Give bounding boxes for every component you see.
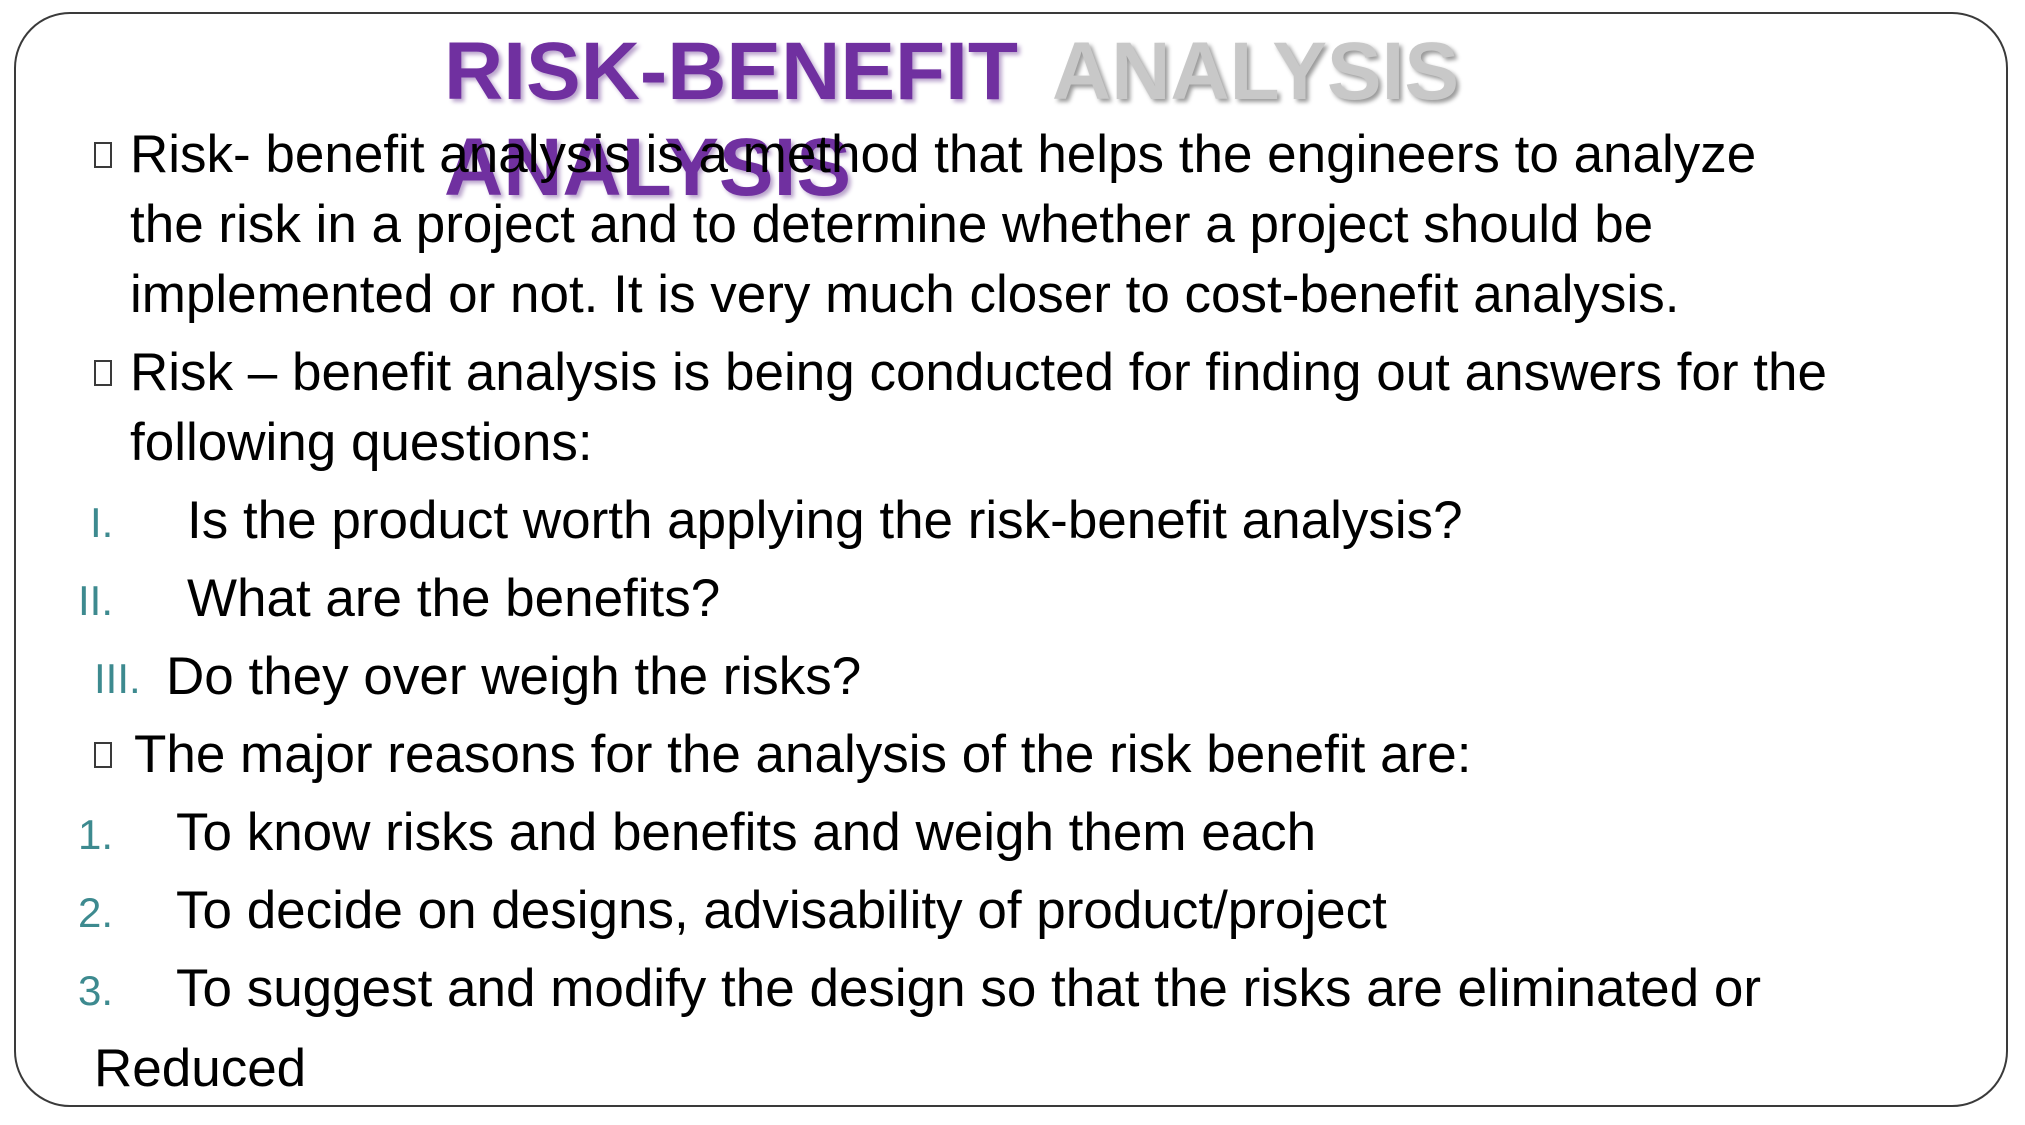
slide-title-line-1: RISK-BENEFIT	[444, 26, 1018, 117]
question-text: What are the benefits?	[187, 569, 721, 628]
question-number: III.	[94, 655, 141, 702]
reason-number: 2.	[78, 889, 114, 936]
square-bullet-icon	[94, 360, 112, 386]
reason-number: 1.	[78, 811, 114, 858]
slide-title-line-2: ANALYSIS	[444, 122, 852, 213]
paragraph-1-line-3: implemented or not. It is very much clos…	[130, 265, 1680, 324]
question-number: II.	[78, 577, 114, 624]
paragraph-1-line-2: the risk in a project and to determine w…	[130, 195, 1654, 254]
reasons-intro: The major reasons for the analysis of th…	[134, 725, 1472, 784]
question-text: Do they over weigh the risks?	[166, 647, 862, 706]
paragraph-2-line-2: following questions:	[130, 413, 593, 472]
slide-frame	[14, 12, 2008, 1107]
reason-text: To decide on designs, advisability of pr…	[176, 881, 1387, 940]
reason-continuation: Reduced	[94, 1039, 307, 1098]
reason-number: 3.	[78, 967, 114, 1014]
slide-title: RISK-BENEFIT ANALYSIS	[444, 24, 1104, 216]
paragraph-2-line-1: Risk – benefit analysis is being conduct…	[130, 343, 1827, 402]
square-bullet-icon	[94, 142, 112, 168]
question-number: I.	[90, 499, 114, 546]
title-shadow-text: ANALYSIS	[1052, 26, 1460, 117]
question-text: Is the product worth applying the risk-b…	[187, 491, 1463, 550]
paragraph-1-line-1: Risk- benefit analysis is a method that …	[130, 125, 1757, 184]
square-bullet-icon	[94, 742, 112, 768]
reason-text: To suggest and modify the design so that…	[176, 959, 1761, 1018]
reason-text: To know risks and benefits and weigh the…	[176, 803, 1317, 862]
